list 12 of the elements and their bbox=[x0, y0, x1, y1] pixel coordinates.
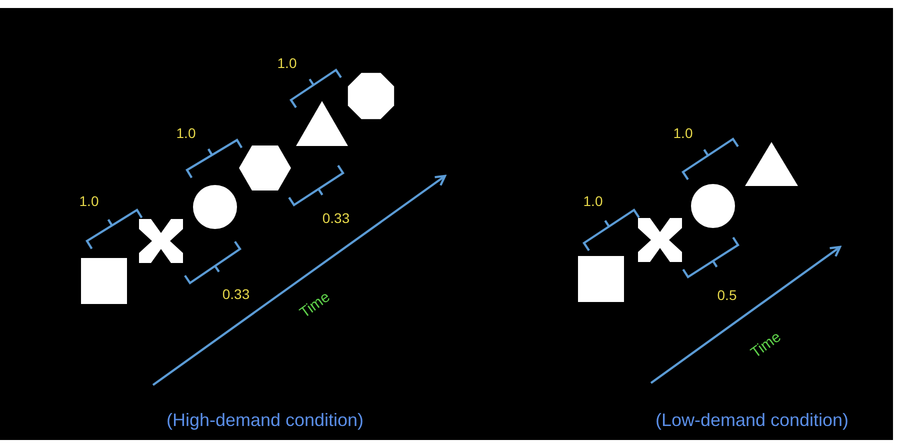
axis-label: Time bbox=[297, 289, 333, 321]
interval-label: 1.0 bbox=[176, 126, 196, 140]
interval-label: 0.33 bbox=[222, 287, 250, 301]
condition-caption: (Low-demand condition) bbox=[655, 411, 849, 429]
interval-label: 1.0 bbox=[673, 126, 693, 140]
interval-label: 1.0 bbox=[277, 56, 297, 70]
interval-label: 1.0 bbox=[583, 194, 603, 208]
interval-label: 0.33 bbox=[322, 211, 350, 225]
interval-label: 1.0 bbox=[79, 194, 99, 208]
interval-label: 0.5 bbox=[717, 288, 737, 302]
condition-caption: (High-demand condition) bbox=[166, 411, 364, 429]
axis-label: Time bbox=[748, 329, 784, 361]
